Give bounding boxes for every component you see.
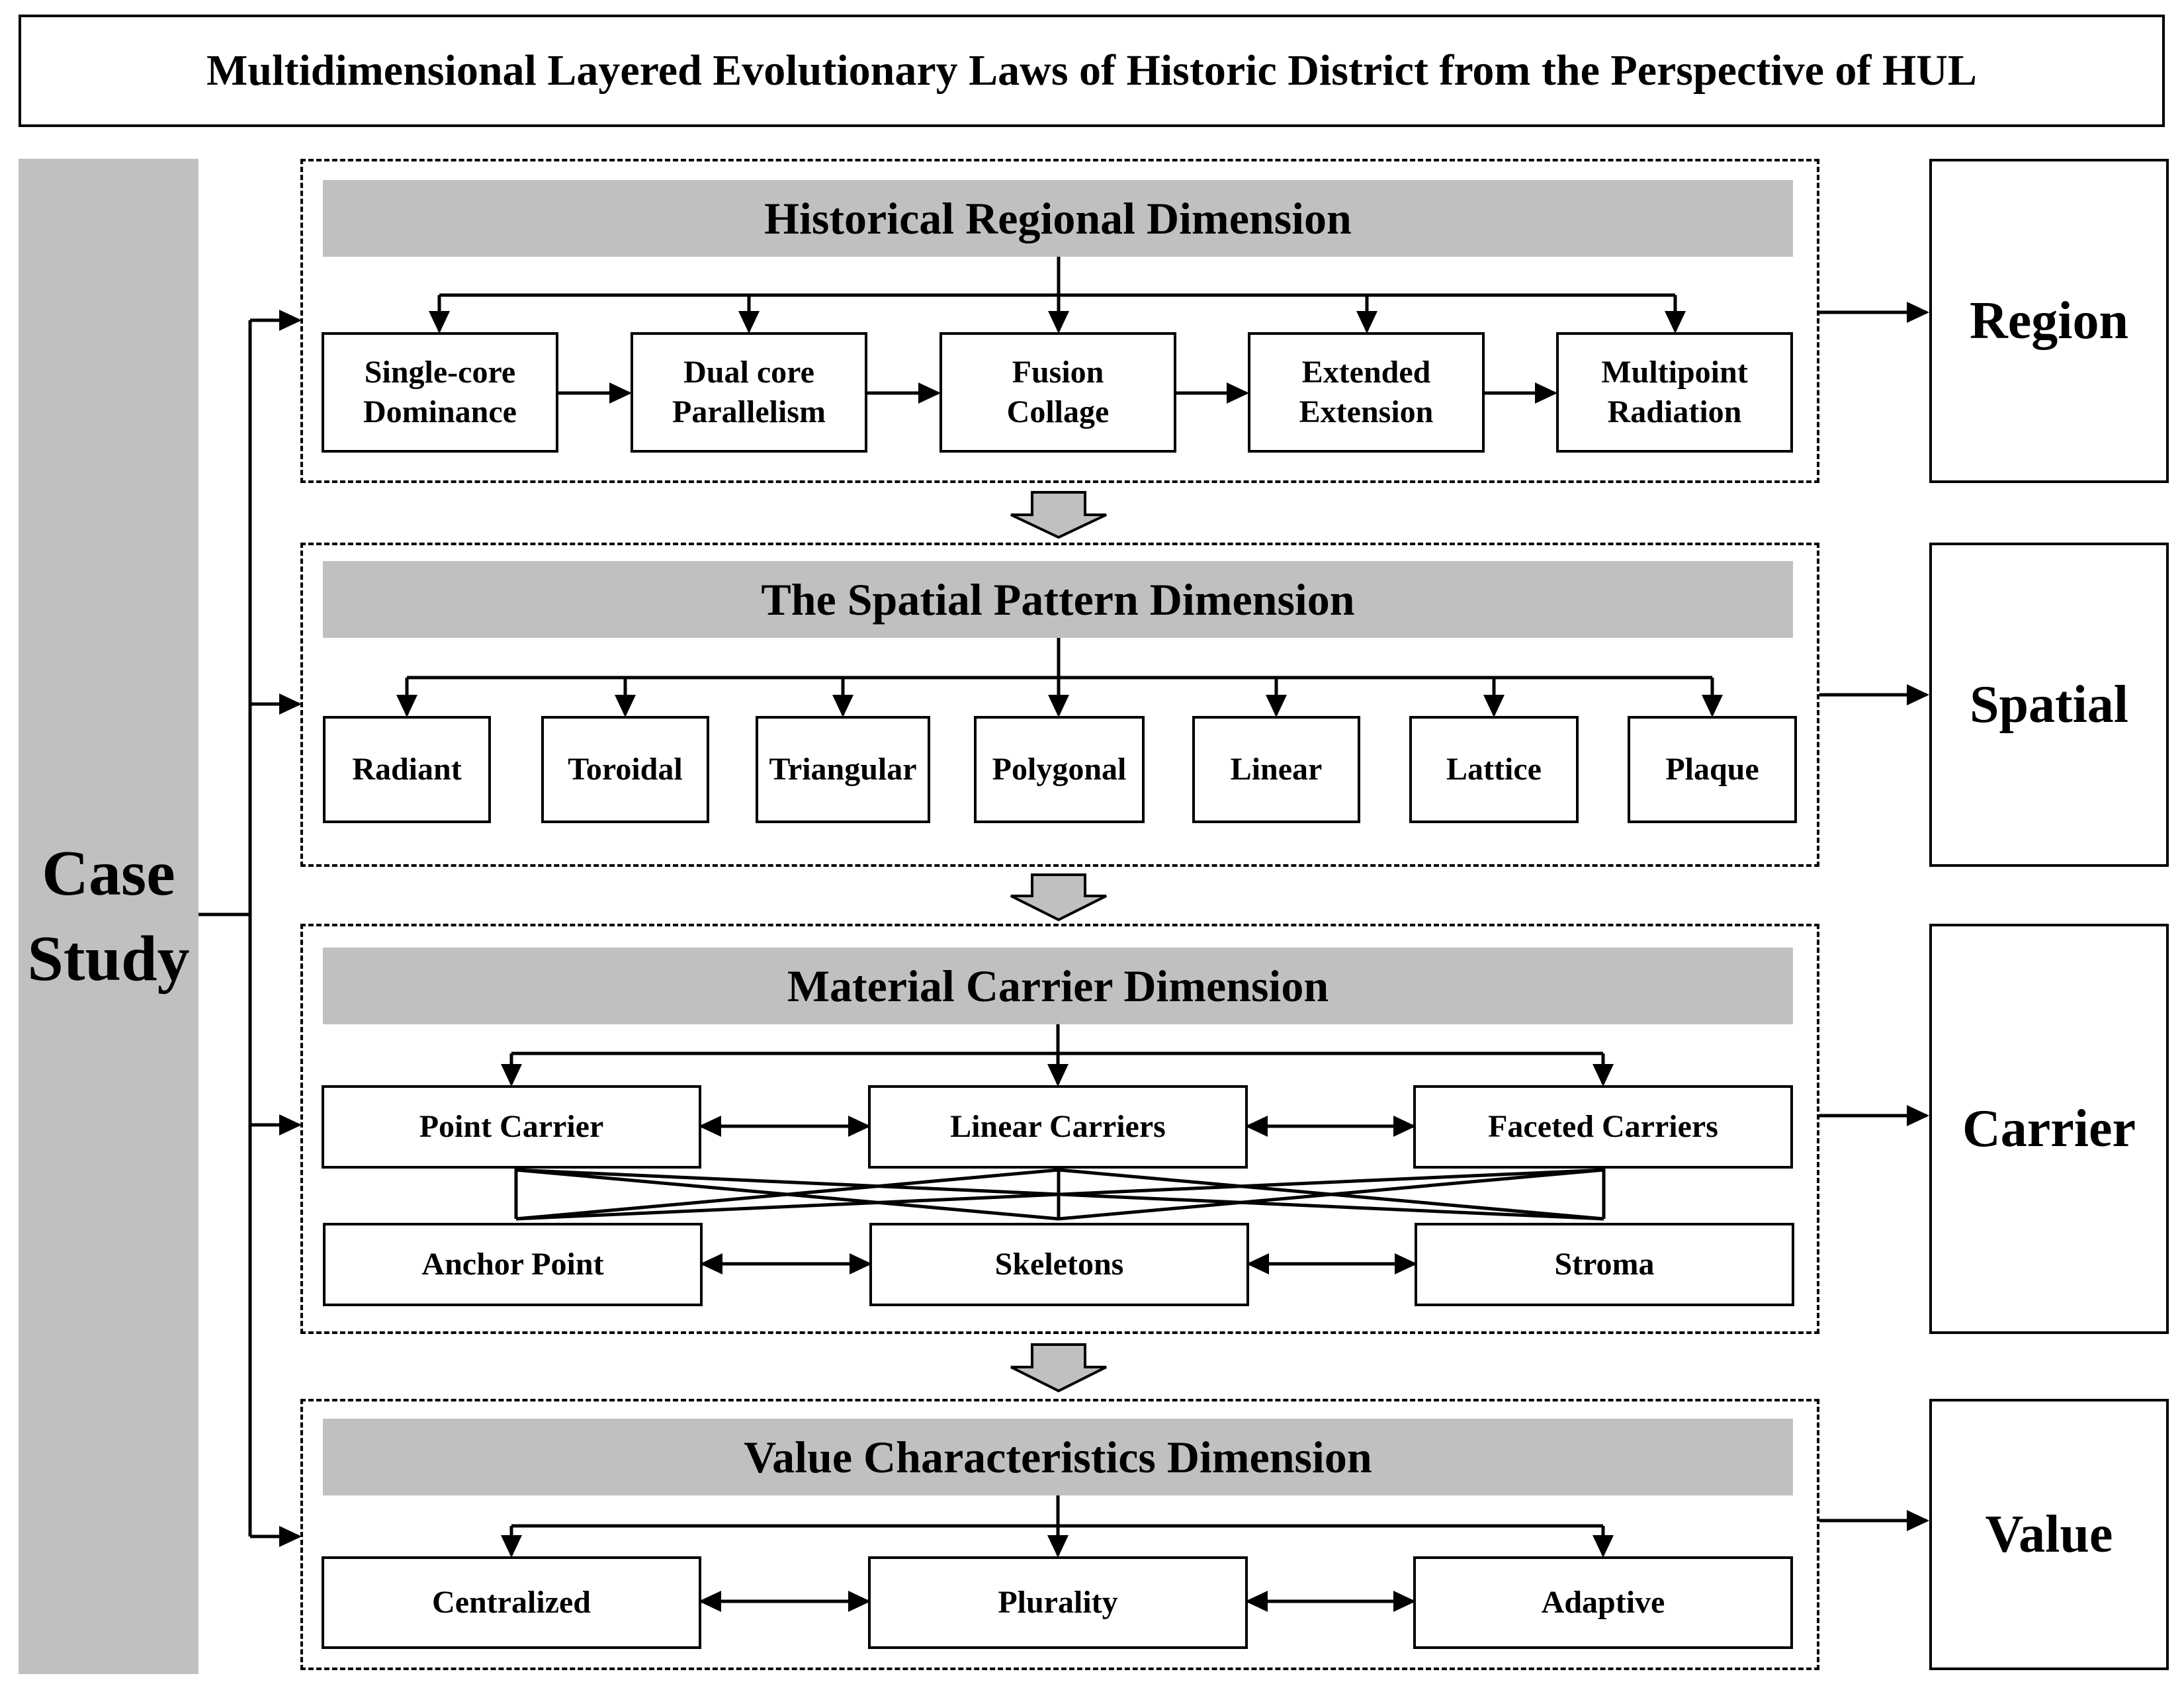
value-dimension-header: Value Characteristics Dimension [323, 1419, 1793, 1495]
region-node-label: Dominance [363, 394, 517, 429]
carrier-label-box: Carrier [1929, 924, 2169, 1334]
spatial-node-toroidal: Toroidal [541, 716, 709, 823]
value-node-plurality: Plurality [868, 1556, 1248, 1649]
value-dimension-group [300, 1399, 1819, 1670]
carrier-node-linear: Linear Carriers [868, 1085, 1248, 1169]
value-tree [501, 1495, 1614, 1612]
region-dimension-header: Historical Regional Dimension [323, 180, 1793, 257]
spatial-dimension-group [300, 543, 1819, 867]
carrier-node-anchor-point: Anchor Point [323, 1223, 703, 1306]
output-arrows [1819, 302, 1929, 1531]
region-tree [429, 257, 1686, 404]
carrier-node-stroma: Stroma [1415, 1223, 1794, 1306]
region-node-label: Dual core [683, 355, 814, 390]
down-arrow-2 [1010, 873, 1107, 922]
case-study-line2: Study [27, 923, 190, 995]
case-study-bar: Case Study [19, 159, 198, 1674]
diagram-title: Multidimensional Layered Evolutionary La… [19, 15, 2165, 127]
carrier-node-faceted: Faceted Carriers [1413, 1085, 1793, 1169]
region-label-box: Region [1929, 159, 2169, 483]
spatial-node-polygonal: Polygonal [974, 716, 1145, 823]
case-study-line1: Case [42, 837, 175, 909]
down-arrow-3 [1010, 1343, 1107, 1393]
region-node-label: Extended [1301, 355, 1431, 390]
region-dimension-group [300, 159, 1819, 483]
spatial-dimension-header: The Spatial Pattern Dimension [323, 561, 1793, 638]
value-node-centralized: Centralized [322, 1556, 701, 1649]
region-node-label: Collage [1006, 394, 1110, 429]
region-node-label: Radiation [1607, 394, 1742, 429]
value-label-box: Value [1929, 1399, 2169, 1670]
value-node-adaptive: Adaptive [1413, 1556, 1793, 1649]
carrier-node-point: Point Carrier [322, 1085, 701, 1169]
carrier-node-skeletons: Skeletons [869, 1223, 1249, 1306]
region-node-label: Multipoint [1601, 355, 1748, 390]
spatial-label-box: Spatial [1929, 543, 2169, 867]
spatial-node-radiant: Radiant [323, 716, 491, 823]
spatial-node-lattice: Lattice [1409, 716, 1579, 823]
region-node-label: Fusion [1012, 355, 1104, 390]
spatial-node-triangular: Triangular [756, 716, 930, 823]
carrier-tree [501, 1024, 1614, 1274]
case-study-branches [198, 310, 302, 1547]
region-node-label: Single-core [364, 355, 516, 390]
region-node-label: Parallelism [672, 394, 826, 429]
spatial-tree [396, 638, 1723, 717]
down-arrow-1 [1010, 491, 1107, 539]
spatial-node-linear: Linear [1192, 716, 1360, 823]
region-node-label: Extension [1299, 394, 1434, 429]
carrier-dimension-group [300, 924, 1819, 1334]
carrier-dimension-header: Material Carrier Dimension [323, 948, 1793, 1024]
spatial-node-plaque: Plaque [1628, 716, 1797, 823]
